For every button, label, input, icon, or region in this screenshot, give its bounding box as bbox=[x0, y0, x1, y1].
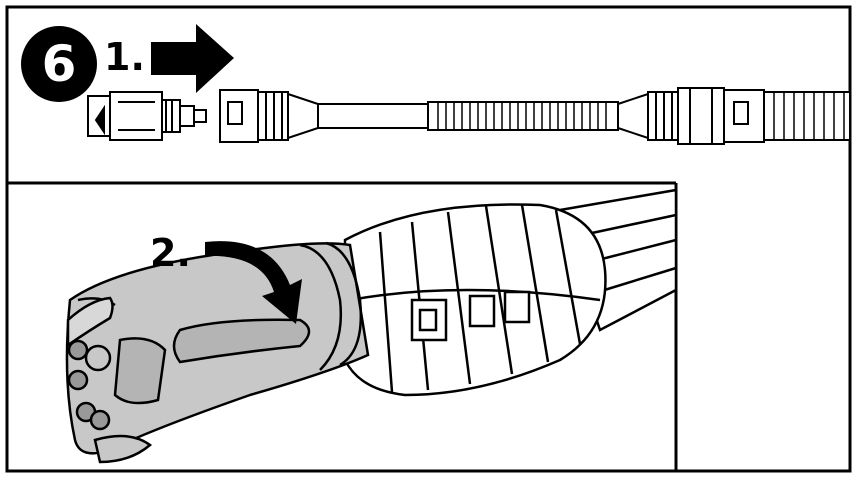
hose-assembly bbox=[219, 87, 851, 145]
coupling-nut bbox=[343, 203, 607, 397]
right-arrow-icon bbox=[151, 24, 234, 93]
sub-step-2-label: 2. bbox=[150, 231, 191, 275]
cap-part bbox=[87, 91, 207, 141]
step-number: 6 bbox=[41, 35, 77, 93]
step-number-badge: 6 bbox=[21, 26, 97, 102]
sub-step-1-label: 1. bbox=[104, 35, 145, 79]
curved-arrow-icon bbox=[205, 241, 302, 324]
